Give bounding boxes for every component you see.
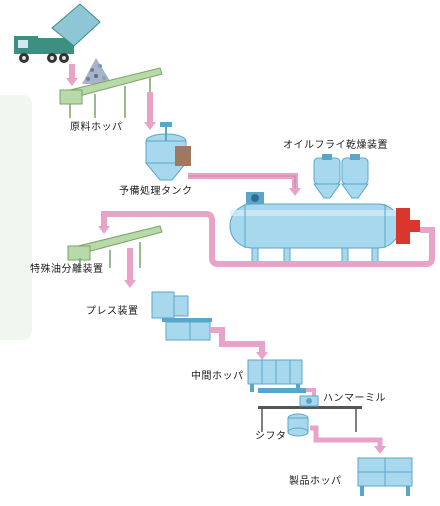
conveyor-icon: [67, 225, 163, 268]
press-icon: [151, 291, 212, 341]
flow-arrow: [210, 327, 268, 360]
label-raw-hopper: 原料ホッパ: [70, 122, 123, 133]
hopper-icon: [357, 457, 413, 496]
label-intermediate-hopper: 中間ホッパ: [191, 371, 244, 382]
flow-arrow: [188, 173, 301, 196]
label-product-hopper: 製品ホッパ: [289, 476, 342, 487]
sifter-icon: [287, 413, 309, 437]
label-hammer-mill: ハンマーミル: [323, 393, 386, 404]
tank-icon: [144, 122, 191, 181]
flow-arrow: [98, 211, 435, 267]
dump-truck-icon: [14, 3, 101, 63]
label-press-unit: プレス装置: [86, 306, 139, 317]
label-sifter: シフタ: [255, 431, 287, 442]
raw-material-pile-icon: [82, 58, 112, 84]
label-oil-fry-dryer: オイルフライ乾燥装置: [283, 140, 388, 151]
flow-arrow: [310, 425, 386, 454]
label-special-oil-separator: 特殊油分離装置: [30, 264, 104, 275]
label-pretreatment-tank: 予備処理タンク: [119, 186, 193, 197]
dryer-drum-icon: [229, 154, 420, 263]
flow-arrow: [144, 92, 156, 130]
flow-arrow: [66, 64, 78, 86]
flow-arrow: [124, 248, 136, 288]
conveyor-icon: [59, 67, 163, 118]
hopper-icon: [247, 359, 306, 393]
mill-icon: [258, 395, 362, 432]
